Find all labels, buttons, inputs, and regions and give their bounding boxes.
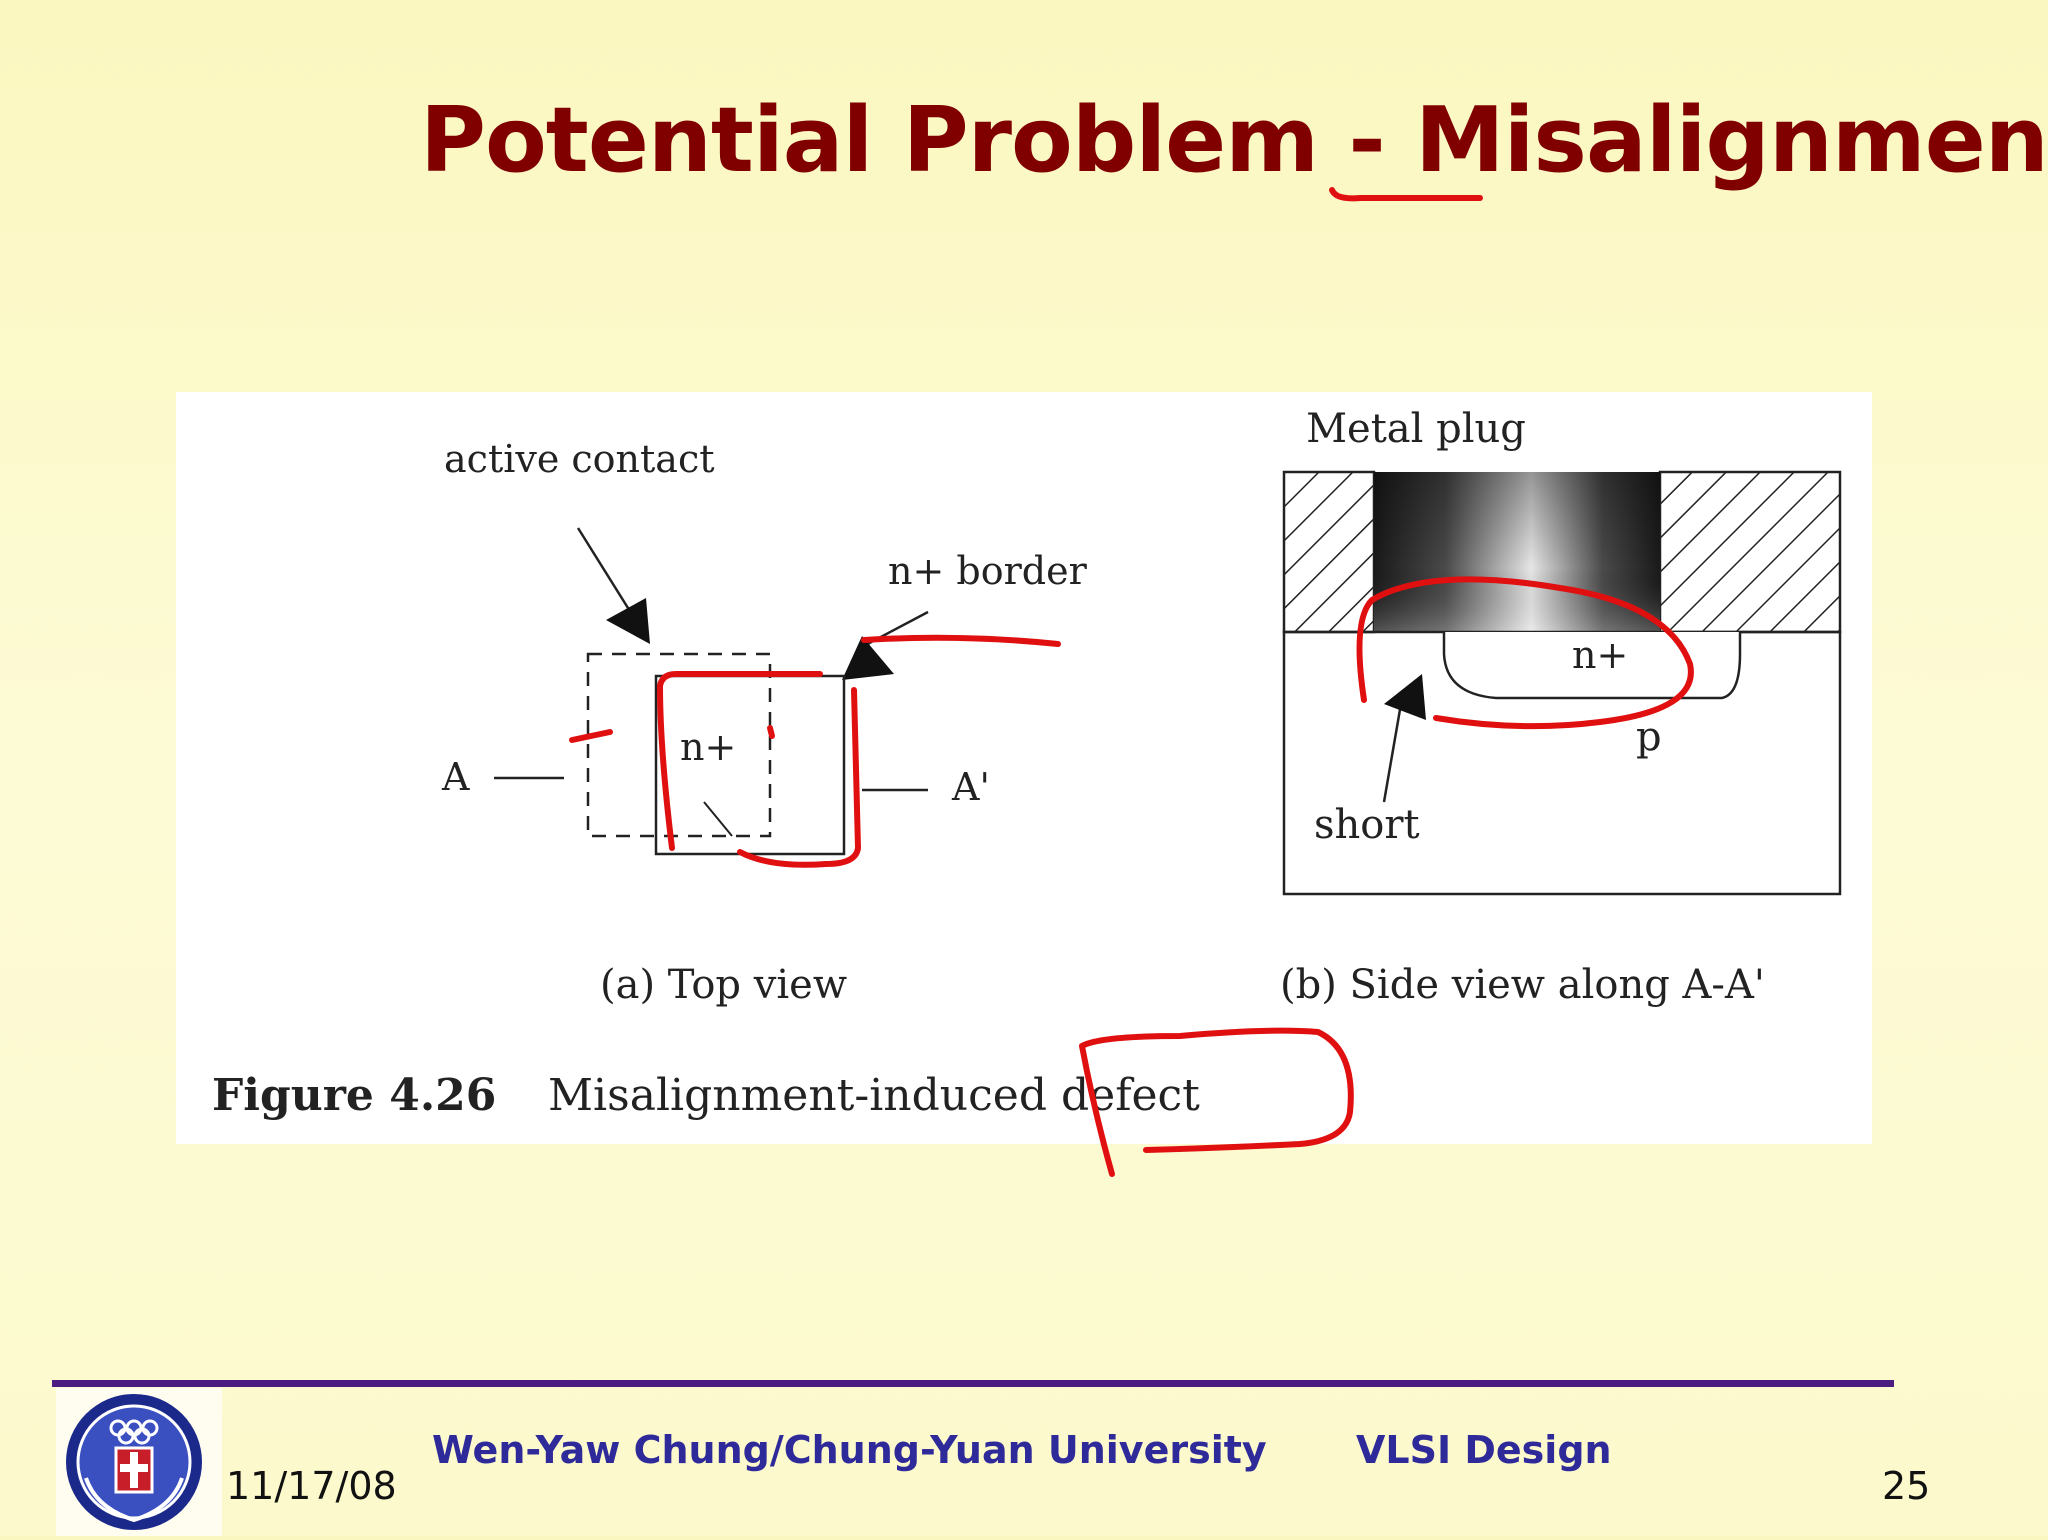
slide-title: Potential Problem - Misalignment [420,88,2048,193]
misalignment-diagram: active contact n+ border n+ A A' (a) Top… [212,406,1842,1121]
n-plus-hatch-mark [703,801,733,837]
caption-side-view: (b) Side view along A-A' [1280,962,1765,1008]
label-n-plus-border: n+ border [888,549,1088,593]
oxide-left [1282,470,1376,634]
figure-caption: Misalignment-induced defect [548,1070,1200,1121]
short-arrowhead [1384,674,1426,720]
label-a: A [441,755,470,799]
label-n-plus-top: n+ [680,725,736,769]
university-seal-icon [56,1388,222,1536]
n-plus-border-leader [859,610,929,650]
caption-top-view: (a) Top view [600,962,847,1008]
label-n-plus-side: n+ [1572,633,1628,677]
page-number: 25 [1882,1464,1931,1508]
n-plus-border-arrowhead [842,636,894,680]
footer-date: 11/17/08 [226,1464,397,1508]
figure-panel: active contact n+ border n+ A A' (a) Top… [176,392,1872,1144]
label-short: short [1314,802,1420,848]
side-view: Metal plug n+ p short (b) Side view alon… [1280,406,1842,1008]
footer-divider [52,1380,1894,1387]
short-leader [1382,697,1404,803]
label-a-prime: A' [951,765,990,809]
footer-author: Wen-Yaw Chung/Chung-Yuan University [432,1428,1267,1472]
top-view: active contact n+ border n+ A A' (a) Top… [441,437,1088,1008]
figure-number: Figure 4.26 [212,1070,496,1121]
oxide-right [1658,470,1842,634]
label-active-contact: active contact [444,437,715,481]
label-metal-plug: Metal plug [1306,406,1526,452]
active-contact-outline [586,652,772,838]
footer-course: VLSI Design [1356,1428,1612,1472]
active-contact-arrowhead [606,598,650,644]
label-p: p [1636,714,1662,760]
